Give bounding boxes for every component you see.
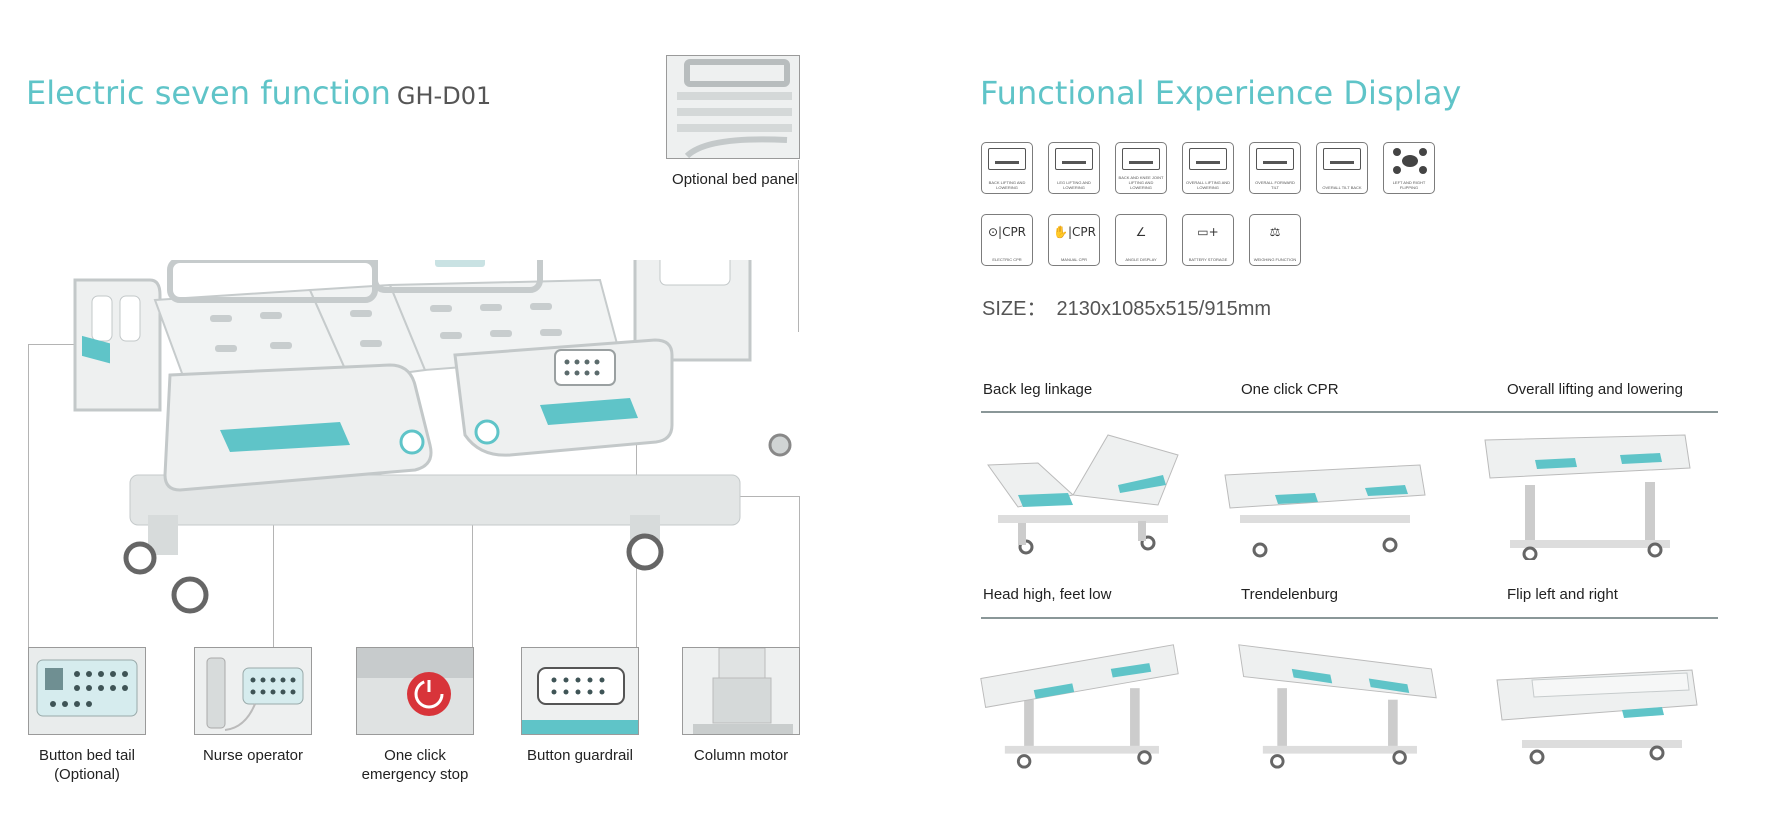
head-high-feet-low-image [980, 644, 1179, 769]
leader-line [28, 344, 29, 647]
leader-line [798, 160, 799, 332]
back-lifting-icon: BACK LIFTING AND LOWERING [981, 142, 1033, 194]
caption-emergency-stop: One click emergency stop [361, 747, 469, 783]
caption-button-guardrail: Button guardrail [527, 747, 633, 764]
column-motor-image [682, 647, 800, 735]
caption-column-motor: Column motor [693, 747, 789, 764]
size-value: 2130x1085x515/915mm [1056, 298, 1272, 320]
caption-nurse-operator: Nurse operator [202, 747, 304, 764]
weighing-icon: ⚖WEIGHING FUNCTION [1249, 214, 1301, 266]
section-divider [981, 617, 1718, 619]
button-bed-tail-image [28, 647, 146, 735]
backward-tilt-icon: OVERALL TILT BACK [1316, 142, 1368, 194]
page-title-right: Functional Experience Display [980, 74, 1462, 112]
leader-line [799, 496, 800, 648]
emergency-stop-image [356, 647, 474, 735]
label-trendelenburg: Trendelenburg [1241, 586, 1339, 603]
nurse-operator-image [194, 647, 312, 735]
caption-button-bed-tail: Button bed tail (Optional) [39, 747, 135, 783]
optional-panel-image [666, 55, 800, 159]
size-spec: SIZE： 2130x1085x515/915mm [982, 292, 1271, 321]
label-one-click-cpr: One click CPR [1241, 381, 1339, 398]
battery-storage-icon: ▭+BATTERY STORAGE [1182, 214, 1234, 266]
one-click-cpr-image [1224, 464, 1426, 558]
overall-lifting-icon: OVERALL LIFTING AND LOWERING [1182, 142, 1234, 194]
model-number: GH-D01 [396, 82, 492, 110]
size-label: SIZE： [982, 298, 1047, 320]
leader-line [710, 496, 800, 497]
optional-panel-caption: Optional bed panel [672, 171, 798, 188]
flip-icon: LEFT AND RIGHT FLIPPING [1383, 142, 1435, 194]
angle-display-icon: ∠ANGLE DISPLAY [1115, 214, 1167, 266]
product-title: Electric seven function [26, 74, 391, 112]
label-overall-lifting: Overall lifting and lowering [1507, 381, 1683, 398]
back-knee-icon: BACK AND KNEE JOINT LIFTING AND LOWERING [1115, 142, 1167, 194]
label-head-high-feet-low: Head high, feet low [983, 586, 1112, 603]
button-guardrail-image [521, 647, 639, 735]
hospital-bed-image [73, 260, 792, 614]
leg-lifting-icon: LEG LIFTING AND LOWERING [1048, 142, 1100, 194]
overall-lifting-image [1484, 434, 1691, 560]
leader-line [472, 520, 473, 648]
label-back-leg-linkage: Back leg linkage [983, 381, 1093, 398]
label-flip-left-right: Flip left and right [1507, 586, 1618, 603]
back-leg-linkage-image [987, 434, 1179, 555]
trendelenburg-image [1238, 644, 1437, 769]
forward-tilt-icon: OVERALL FORWARD TILT [1249, 142, 1301, 194]
flip-left-right-image [1496, 669, 1698, 765]
section-divider [981, 411, 1718, 413]
